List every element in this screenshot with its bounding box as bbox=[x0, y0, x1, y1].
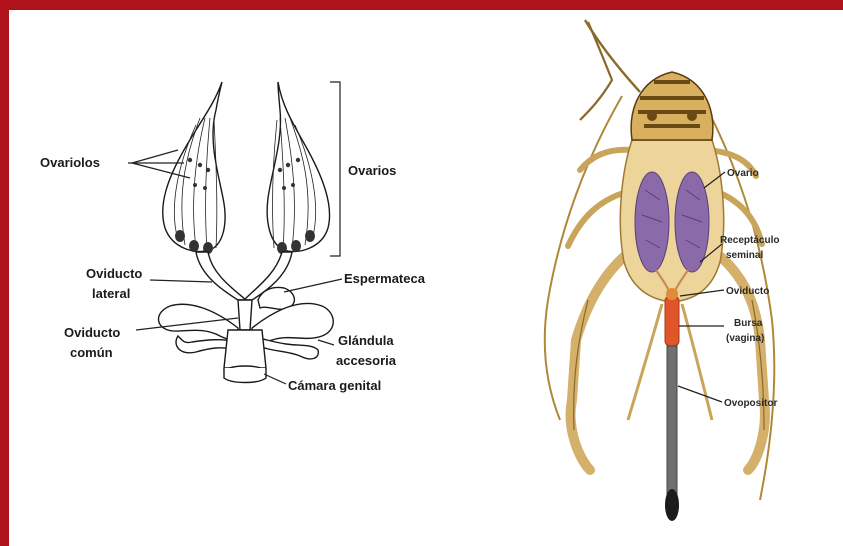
common-oviduct bbox=[238, 300, 252, 330]
cricket-illustration bbox=[545, 20, 775, 521]
right-ovary bbox=[267, 82, 329, 254]
label-oviducto-lateral-1: Oviducto bbox=[86, 266, 142, 281]
label-ovario: Ovario bbox=[727, 168, 759, 179]
seminal-receptacle bbox=[666, 288, 678, 300]
label-bursa-2: (vagina) bbox=[726, 333, 764, 344]
antenna-long-left bbox=[545, 96, 622, 420]
ovipositor bbox=[667, 346, 677, 496]
reproductive-system-drawing bbox=[128, 82, 342, 384]
genital-chamber bbox=[224, 330, 266, 368]
label-oviducto-lateral-2: lateral bbox=[92, 286, 130, 301]
hind-leg-right bbox=[712, 250, 765, 470]
label-oviducto-comun-2: común bbox=[70, 345, 113, 360]
bursa bbox=[665, 296, 679, 346]
right-accessory-gland bbox=[252, 303, 333, 341]
label-glandula-2: accesoria bbox=[336, 353, 397, 368]
label-oviducto: Oviducto bbox=[726, 286, 769, 297]
label-bursa-1: Bursa bbox=[734, 318, 763, 329]
ovipositor-tip bbox=[665, 489, 679, 521]
label-ovopositor: Ovopositor bbox=[724, 398, 777, 409]
label-oviducto-comun-1: Oviducto bbox=[64, 325, 120, 340]
label-camara-genital: Cámara genital bbox=[288, 378, 381, 393]
label-receptaculo-1: Receptáculo bbox=[720, 235, 779, 246]
left-accessory-gland bbox=[158, 304, 238, 340]
left-ovary bbox=[163, 82, 225, 254]
ovary-right bbox=[675, 172, 709, 272]
ovary-left bbox=[635, 172, 669, 272]
label-glandula-1: Glándula bbox=[338, 333, 394, 348]
label-ovariolos: Ovariolos bbox=[40, 155, 100, 170]
ovarios-bracket bbox=[330, 82, 340, 256]
label-ovarios: Ovarios bbox=[348, 163, 396, 178]
label-espermateca: Espermateca bbox=[344, 271, 426, 286]
hind-leg-left bbox=[571, 250, 632, 470]
left-lateral-oviduct bbox=[196, 252, 246, 300]
label-receptaculo-2: seminal bbox=[726, 250, 763, 261]
